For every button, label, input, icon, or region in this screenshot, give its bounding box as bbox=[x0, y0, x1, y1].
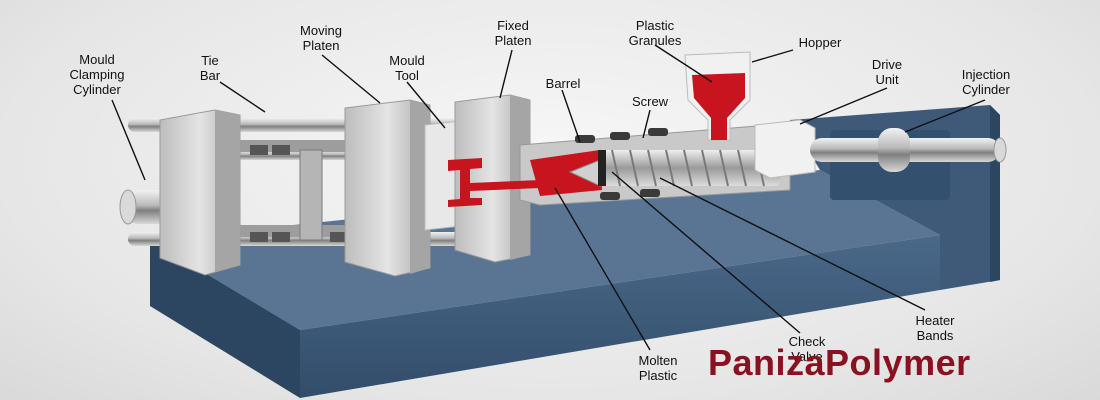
label-tie-bar: Tie Bar bbox=[199, 53, 221, 83]
toggle-linkage bbox=[240, 140, 370, 242]
label-plastic-granules: Plastic Granules bbox=[628, 18, 682, 48]
label-fixed-platen: Fixed Platen bbox=[494, 18, 532, 48]
screw bbox=[568, 149, 780, 187]
label-moving-platen: Moving Platen bbox=[300, 23, 342, 53]
label-drive-unit: Drive Unit bbox=[871, 57, 903, 87]
label-injection-cylinder: Injection Cylinder bbox=[961, 67, 1011, 97]
label-screw: Screw bbox=[631, 94, 669, 109]
fixed-platen bbox=[454, 94, 531, 263]
label-molten-plastic: Molten Plastic bbox=[638, 353, 678, 383]
label-barrel: Barrel bbox=[545, 76, 581, 91]
moving-platen bbox=[344, 99, 431, 277]
brand-watermark: PanizaPolymer bbox=[708, 342, 971, 383]
rear-platen bbox=[159, 109, 241, 276]
injection-cylinder bbox=[810, 128, 1007, 172]
hopper bbox=[684, 51, 751, 141]
label-heater-bands: Heater Bands bbox=[915, 313, 955, 343]
drive-unit bbox=[754, 119, 816, 179]
molten-plastic bbox=[448, 150, 602, 207]
label-mould-tool: Mould Tool bbox=[389, 53, 425, 83]
label-hopper: Hopper bbox=[798, 35, 842, 50]
label-check-valve: Check Valve bbox=[788, 334, 826, 364]
label-mould-clamping-cylinder: Mould Clamping Cylinder bbox=[69, 52, 125, 97]
heater-bands bbox=[575, 128, 668, 200]
leader-lines bbox=[111, 44, 986, 351]
